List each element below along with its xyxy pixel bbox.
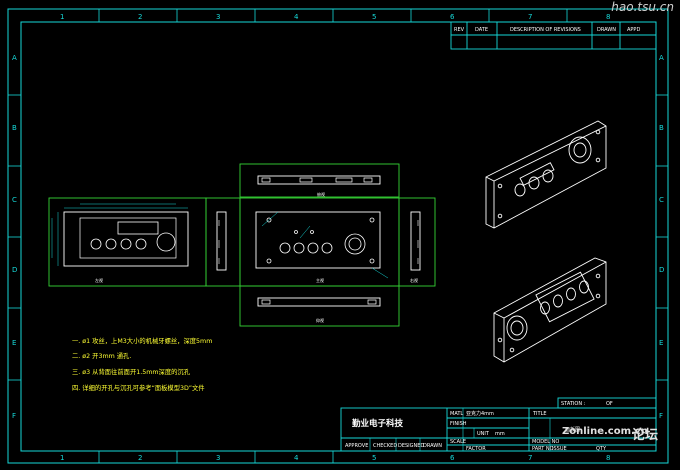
note-4: 四. 详细的开孔与沉孔可参考“面板模型3D”文件 <box>72 383 205 392</box>
zone-left-a: A <box>12 54 17 62</box>
scale-label: SCALE <box>450 439 466 445</box>
issue-label: ISSUE <box>552 446 567 452</box>
zone-top-2: 2 <box>138 13 142 21</box>
zone-bottom-5: 5 <box>372 454 376 462</box>
qty-label: QTY <box>596 446 607 452</box>
zone-ticks-left <box>8 94 21 381</box>
watermark-forum: 论坛 <box>632 428 659 443</box>
isometric-view-front <box>485 120 607 229</box>
zone-bottom-7: 7 <box>528 454 532 462</box>
orthographic-views: 俯视 左视 主视 <box>48 163 436 327</box>
station-value: OF <box>606 401 613 407</box>
title-block: STATION : OF 勤业电子科技 APPROVE CHECKED DESI… <box>340 397 657 452</box>
revision-table: REV DATE DESCRIPTION OF REVISIONS DRAWN … <box>450 21 657 50</box>
zone-bottom-1: 1 <box>60 454 64 462</box>
zone-right-e: E <box>659 339 663 347</box>
zone-right-c: C <box>659 196 664 204</box>
unit-value: mm <box>495 431 505 437</box>
zone-bottom-8: 8 <box>606 454 610 462</box>
date-header: DATE <box>475 27 488 33</box>
unit-label: UNIT <box>477 431 490 437</box>
factor-label: FACTOR <box>466 446 486 452</box>
side-right-box <box>398 197 436 287</box>
bottom-zone-markers: 1 2 3 4 5 6 7 8 <box>60 454 610 462</box>
rev-header: REV <box>454 27 465 33</box>
zone-right-f: F <box>659 412 663 420</box>
watermark-site: Zonline.com.cn <box>562 426 648 437</box>
zone-right-b: B <box>659 124 664 132</box>
appd-header: APPD <box>627 27 640 33</box>
side-left-box <box>205 197 241 287</box>
front-panel-holes <box>266 217 375 264</box>
zone-top-3: 3 <box>216 13 220 21</box>
zone-top-5: 5 <box>372 13 376 21</box>
zone-right-d: D <box>659 266 664 274</box>
part-no-label: PART NO <box>532 446 554 452</box>
right-view-label: 右视 <box>410 277 418 283</box>
front-view-label: 主视 <box>316 277 324 283</box>
left-view-label: 左视 <box>95 277 103 283</box>
company-name: 勤业电子科技 <box>352 418 404 429</box>
zone-left-f: F <box>12 412 16 420</box>
bottom-view-box <box>239 285 400 327</box>
zone-top-6: 6 <box>450 13 455 21</box>
station-label: STATION : <box>561 401 586 407</box>
left-view-box <box>48 197 207 287</box>
zone-top-7: 7 <box>528 13 532 21</box>
top-view-label: 俯视 <box>317 191 325 197</box>
zone-left-b: B <box>12 124 17 132</box>
zone-right-a: A <box>659 54 664 62</box>
zone-top-1: 1 <box>60 13 64 21</box>
zone-left-c: C <box>12 196 17 204</box>
zone-bottom-3: 3 <box>216 454 220 462</box>
matl-label: MATL <box>450 411 463 417</box>
zone-bottom-6: 6 <box>450 454 455 462</box>
drawn-header: DRAWN <box>597 27 616 33</box>
zone-bottom-4: 4 <box>294 454 299 462</box>
zone-top-4: 4 <box>294 13 299 21</box>
top-view-box <box>239 163 400 198</box>
zone-ticks-right <box>656 94 668 381</box>
title-value: 面板图 <box>565 426 580 433</box>
signoff-checked: CHECKED <box>373 443 397 449</box>
matl-value: 亚克力4mm <box>466 410 494 417</box>
zone-left-e: E <box>12 339 16 347</box>
front-view-box <box>239 197 400 287</box>
note-2: 二. ø2 开3mm 通孔. <box>72 351 131 360</box>
outer-frame <box>7 8 669 464</box>
signoff-drawn: DRAWN <box>423 443 442 449</box>
zone-left-d: D <box>12 266 17 274</box>
model-no-label: MODEL NO <box>532 439 559 445</box>
top-zone-markers: 1 2 3 4 5 6 7 8 <box>60 13 610 21</box>
notes: 一. ø1 攻丝，上M3大小的机械牙螺丝，深度5mm 二. ø2 开3mm 通孔… <box>72 336 212 392</box>
front-panel <box>255 211 381 269</box>
zone-ticks-top <box>98 9 568 22</box>
isometric-view-back <box>493 257 607 363</box>
zone-bottom-2: 2 <box>138 454 142 462</box>
zone-ticks-bottom <box>98 451 334 463</box>
inner-frame <box>20 21 657 452</box>
description-header: DESCRIPTION OF REVISIONS <box>510 27 581 33</box>
zone-top-8: 8 <box>606 13 610 21</box>
signoff-designed: DESIGNED <box>398 443 424 449</box>
title-label: TITLE <box>532 411 547 417</box>
finish-label: FINISH <box>450 421 467 427</box>
signoff-approve: APPROVE <box>345 443 368 449</box>
bottom-view-label: 仰视 <box>316 317 324 323</box>
left-zone-markers: A B C D E F <box>12 54 17 420</box>
note-1: 一. ø1 攻丝，上M3大小的机械牙螺丝，深度5mm <box>72 336 212 345</box>
right-zone-markers: A B C D E F <box>659 54 664 420</box>
watermark-top-right: hao.tsu.cn <box>611 0 674 14</box>
note-3: 三. ø3 从背面往前面开1.5mm深度的沉孔 <box>72 367 191 376</box>
